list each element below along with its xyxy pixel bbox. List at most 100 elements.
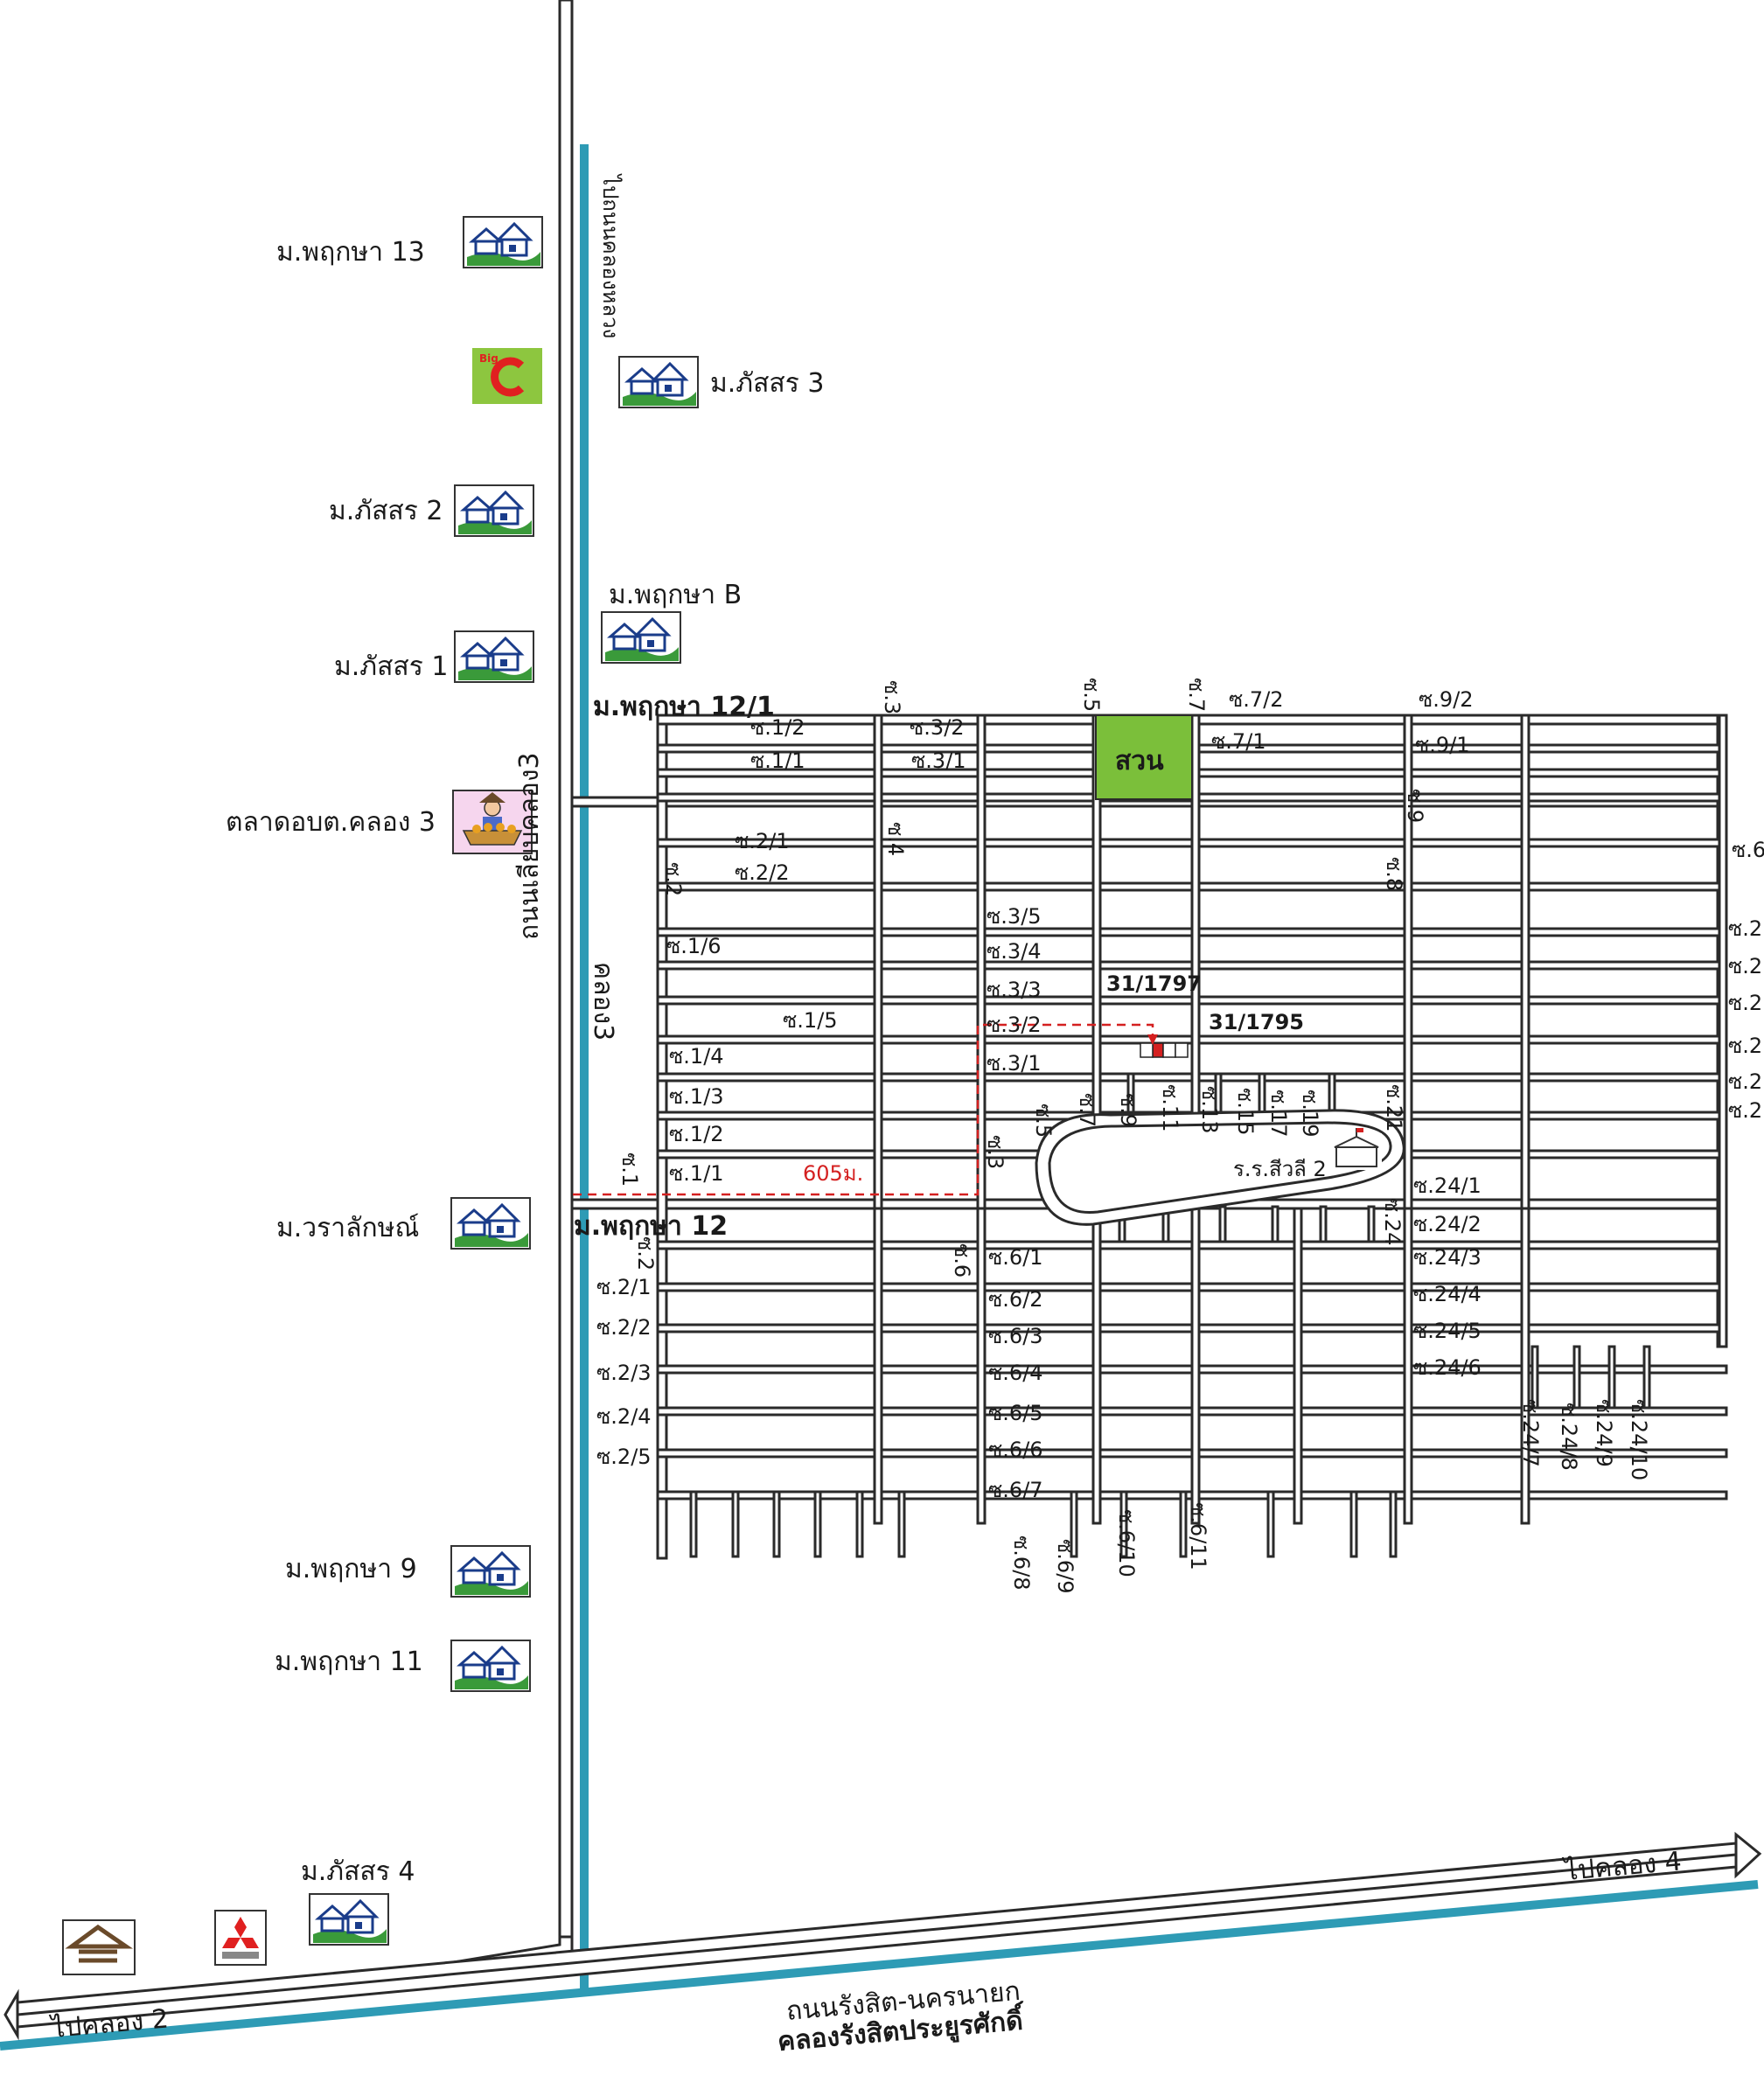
soi-label: ซ.6/8 — [1009, 1535, 1034, 1591]
soi-label: ซ.24/5 — [1413, 1319, 1482, 1343]
soi-label: ซ.2/5 — [596, 1445, 652, 1469]
soi-label: ซ.2/4 — [596, 1404, 652, 1429]
soi-stub — [1179, 1490, 1188, 1558]
soi-label: ซ.19 — [1298, 1090, 1322, 1137]
soi-stub — [1126, 1072, 1135, 1114]
soi-road-v — [976, 1207, 987, 1525]
soi-label: ซ.7/1 — [1211, 729, 1266, 754]
soi-stub — [1328, 1072, 1336, 1114]
soi-label: ซ.5 — [1031, 1104, 1056, 1138]
place-pruksa12: ม.พฤกษา 12 — [574, 1211, 728, 1242]
house-icon — [453, 630, 535, 684]
soi-label: ซ.1/1 — [669, 1161, 724, 1186]
soi-label: ซ.6/5 — [988, 1401, 1043, 1425]
mitsubishi-logo — [214, 1910, 267, 1966]
soi-label: ซ.6/9 — [1053, 1539, 1077, 1594]
soi-stub — [1572, 1345, 1581, 1410]
house-icon — [308, 1892, 390, 1946]
klong3-road — [558, 0, 574, 1939]
soi-road-v — [1403, 1207, 1413, 1525]
soi-road-v — [1520, 1207, 1530, 1525]
soi-label: ซ.21 — [1728, 1098, 1764, 1123]
soi-label: ซ.11 — [1158, 1084, 1182, 1132]
soi-label: ซ.2 — [661, 862, 686, 896]
place-passorn4: ม.ภัสสร 4 — [301, 1856, 415, 1887]
soi-stub — [1119, 1490, 1128, 1558]
soi-label: ซ.7 — [1075, 1093, 1099, 1127]
soi-stub — [1607, 1345, 1616, 1410]
soi-label: ซ.24/10 — [1627, 1399, 1651, 1480]
rangsit-canal — [0, 1880, 1759, 2051]
soi-stub — [1218, 1205, 1227, 1243]
to-klong4-label: ไปคลอง 4 — [1562, 1845, 1683, 1887]
soi-label: ซ.24/2 — [1413, 1212, 1482, 1236]
school-icon — [1331, 1128, 1382, 1170]
soi-stub — [731, 1490, 740, 1558]
canal-klong3-label: คลอง3 — [588, 962, 618, 1041]
soi-label: ซ.2 — [1728, 1069, 1762, 1094]
place-passorn1: ม.ภัสสร 1 — [334, 651, 448, 682]
soi-label: ซ.1/2 — [669, 1122, 724, 1146]
soi-label: ซ.1/6 — [666, 934, 722, 958]
soi-label: ซ.9/1 — [1415, 733, 1470, 757]
soi-stub — [897, 1490, 906, 1558]
soi-stub — [689, 1490, 698, 1558]
soi-road-v — [873, 1207, 883, 1525]
neighbor-plot — [1140, 1042, 1154, 1058]
soi-label: ซ.21 — [1728, 916, 1764, 941]
soi-label: ซ.2/1 — [735, 829, 790, 853]
target-plot — [1152, 1042, 1164, 1058]
soi-label: ซ.6 — [950, 1243, 974, 1278]
soi-label: ซ.3/5 — [987, 904, 1042, 929]
soi-label: ซ.24/6 — [1413, 1355, 1482, 1380]
house-icon — [453, 484, 535, 538]
soi-label: ซ.3/2 — [910, 715, 965, 740]
arrow-left — [3, 1988, 19, 2041]
soi-label: ซ.3 — [880, 680, 904, 714]
soi-label: ซ.4 — [883, 822, 908, 856]
soi-stub — [813, 1490, 822, 1558]
soi-road-v — [1190, 1207, 1201, 1525]
soi-label: ซ.24 — [1380, 1198, 1405, 1245]
soi-label: ซ.17 — [1266, 1090, 1291, 1137]
soi-road-v — [1091, 1207, 1102, 1525]
school-loop-inner — [1048, 1121, 1392, 1215]
soi-label: ซ.7 — [1184, 678, 1209, 712]
road-klong3-label: ถนนเลียบคลอง3 — [514, 752, 545, 940]
svg-text:Big: Big — [479, 352, 499, 365]
soi-label: ซ.3/2 — [987, 1013, 1042, 1037]
soi-stub — [1271, 1205, 1279, 1243]
soi-label: ซ.6/4 — [988, 1361, 1043, 1385]
soi-label: ซ.8 — [1382, 857, 1406, 891]
soi-label: ซ.6/2 — [988, 1287, 1043, 1312]
soi-label: ซ.21 — [1728, 954, 1764, 978]
soi-label: ซ.1/1 — [750, 749, 805, 773]
place-pruksab: ม.พฤกษา B — [609, 580, 742, 610]
soi-label: ซ.6/1 — [988, 1245, 1043, 1270]
road-center-line — [17, 1853, 1737, 2016]
soi-label: ซ.24/1 — [1413, 1173, 1482, 1198]
soi-label: ซ.3/1 — [987, 1051, 1042, 1076]
soi-label: ซ.21 — [1728, 1034, 1764, 1058]
soi-stub — [1530, 1345, 1539, 1410]
soi-label: ซ.2 — [633, 1236, 658, 1271]
soi-label: ซ.2/3 — [596, 1361, 652, 1385]
place-passorn3: ม.ภัสสร 3 — [710, 368, 824, 399]
market-vendor-icon — [452, 790, 533, 854]
soi-stub — [855, 1490, 864, 1558]
soi-stub — [1389, 1490, 1398, 1558]
soi-label: ซ.3/4 — [987, 939, 1042, 964]
place-pruksa12-1: ม.พฤกษา 12/1 — [593, 692, 775, 722]
soi-stub — [1319, 1205, 1328, 1243]
subdivision-grid — [656, 714, 1728, 1560]
soi-label: ซ.3/3 — [987, 978, 1042, 1002]
soi-label: ซ.7/2 — [1229, 687, 1284, 712]
soi-label: ซ.5 — [1079, 678, 1104, 712]
soi-label: ซ.9/2 — [1419, 687, 1474, 712]
soi-stub — [1266, 1490, 1275, 1558]
distance-route — [573, 1023, 1154, 1196]
bigc-logo: Big — [472, 348, 542, 404]
soi-label: ซ.24/8 — [1557, 1403, 1581, 1471]
place-market: ตลาดอบต.คลอง 3 — [226, 807, 436, 838]
